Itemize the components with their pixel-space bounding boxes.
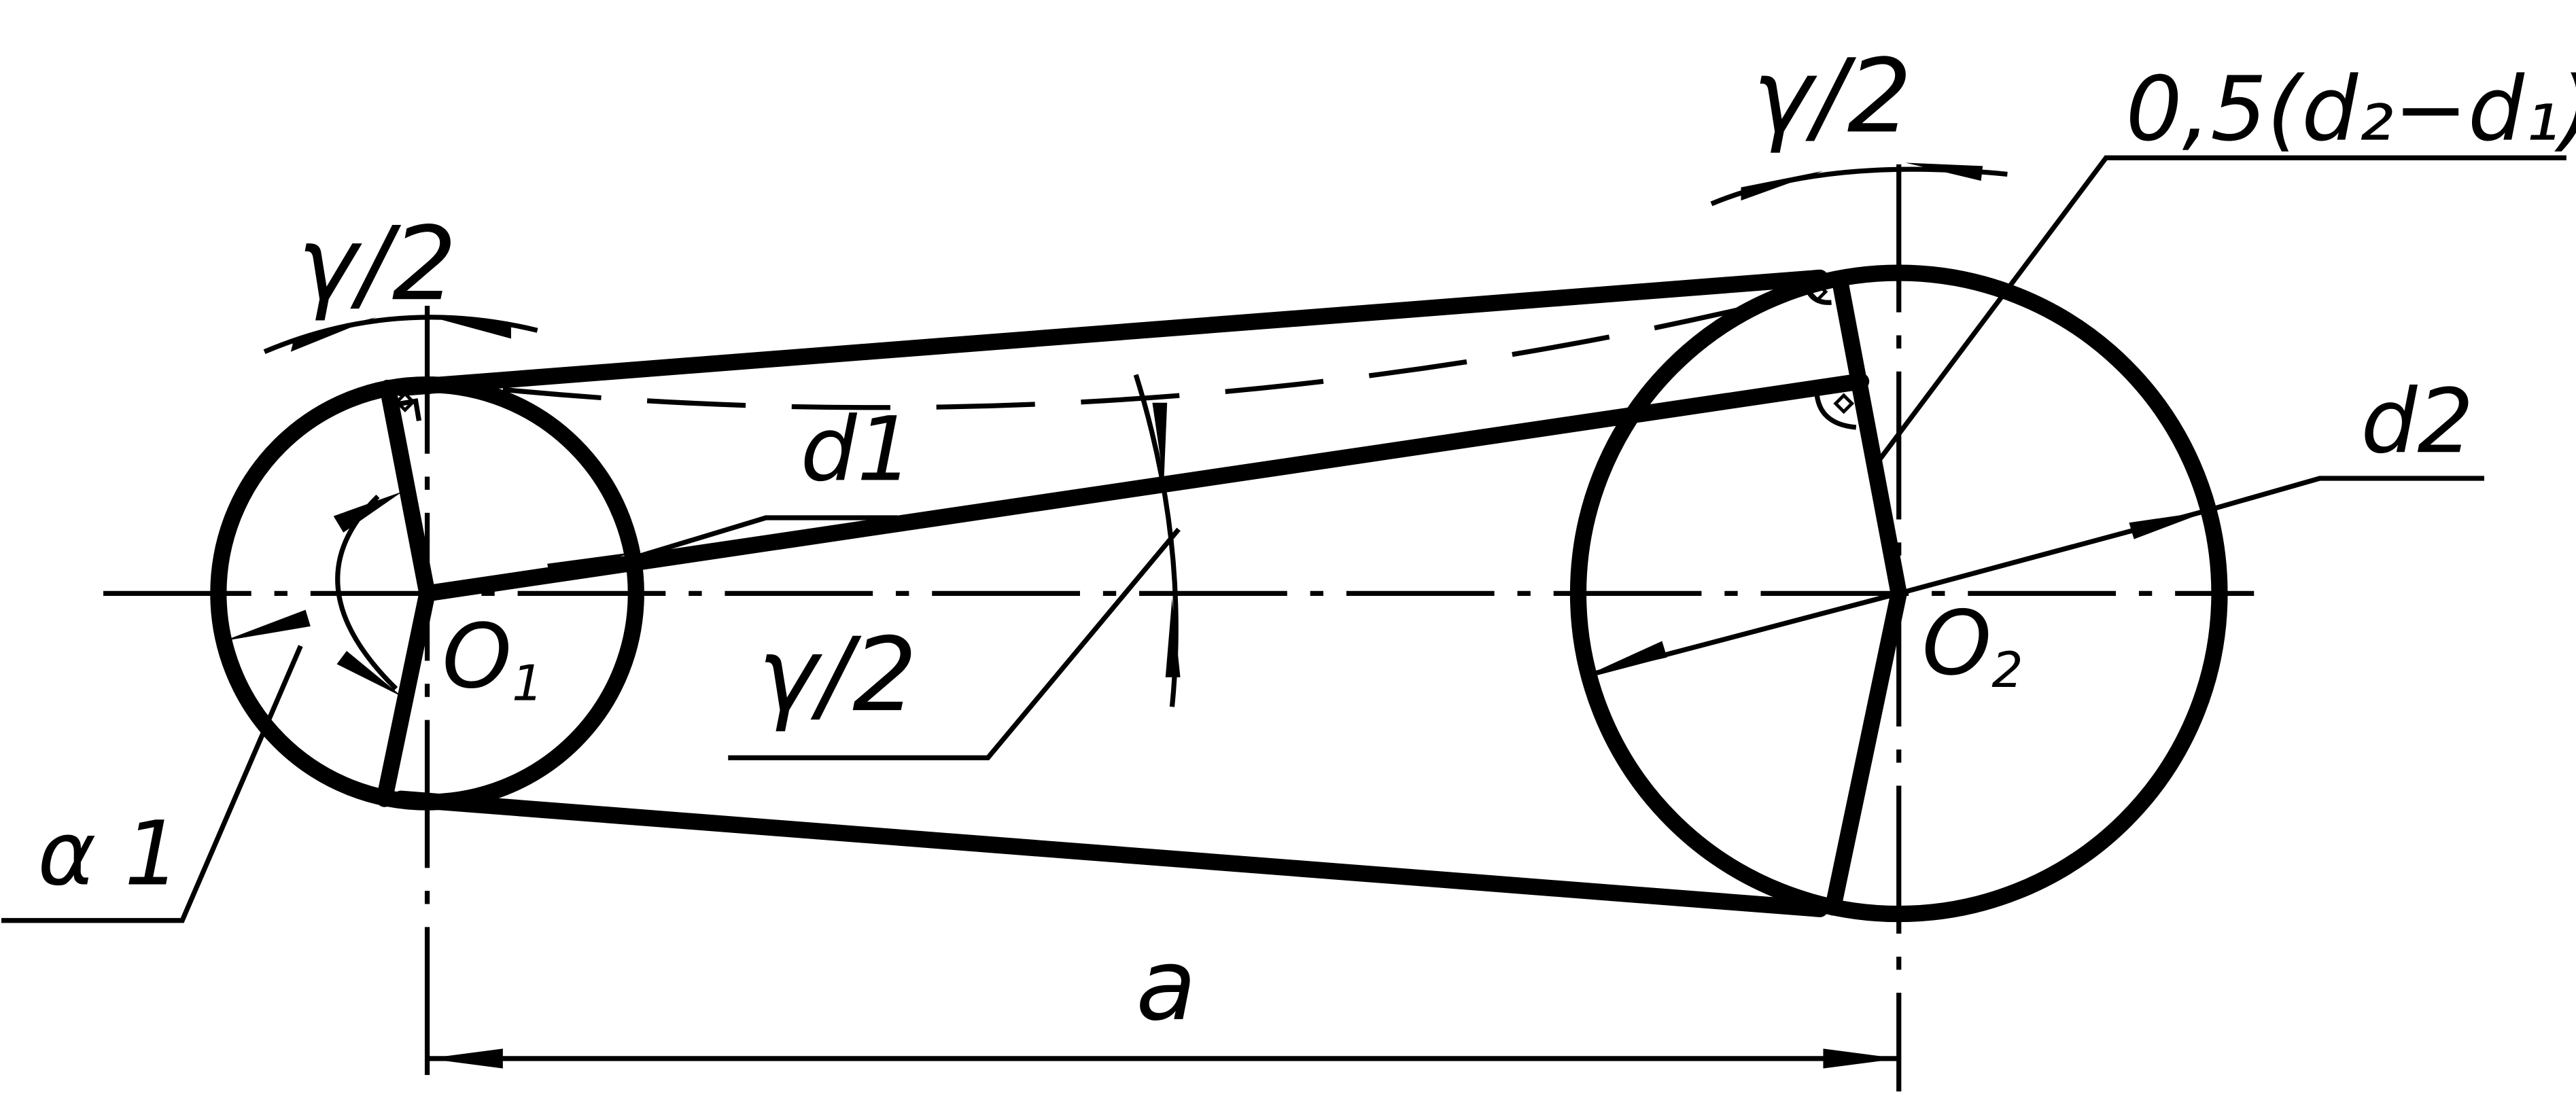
alpha1-arrow-top (333, 491, 403, 533)
right-angle-dot-o1 (394, 391, 416, 412)
a-arrow-right (1823, 1048, 1899, 1069)
label-a: a (1136, 928, 1196, 1043)
right-angle-dot-o2-upper (1807, 281, 1828, 302)
large-pulley (1569, 264, 2228, 923)
right-angle-dot-o2-lower (1833, 393, 1855, 414)
d1-dimension (223, 515, 898, 641)
center-distance-dimension (427, 1048, 1899, 1069)
right-angle-marks (394, 281, 1857, 430)
half-diff-leader (1867, 155, 2566, 475)
radius-o1-lower (376, 585, 436, 807)
a-arrow-left (427, 1048, 503, 1069)
d1-arrow-right (547, 552, 633, 580)
right-angle-mark-o1 (396, 398, 422, 421)
label-gamma-half-center: γ/2 (758, 616, 918, 734)
parallel-construction-line (419, 373, 1870, 602)
d1-arrow-left (223, 609, 311, 641)
gamma-center-leader (728, 527, 1181, 760)
tangent-radii (376, 271, 1907, 916)
gamma-left-arrow-a (290, 317, 377, 352)
label-half-diff: 0,5(d₂−d₁) (2126, 58, 2576, 161)
label-o1: O1 (442, 605, 543, 712)
alpha1-arrow-bottom (336, 650, 403, 697)
gamma-right-dimension (1710, 162, 2008, 207)
label-d2: d2 (2361, 370, 2474, 473)
d1-leader (586, 515, 898, 575)
radius-o1-upper (379, 379, 436, 602)
belt-upper-span (392, 269, 1828, 397)
label-alpha1: α 1 (37, 802, 181, 906)
d2-leader (2204, 476, 2484, 514)
gamma-left-dimension (263, 315, 538, 355)
gamma-left-arrow-b (432, 317, 511, 339)
d2-arrow-right (2129, 511, 2208, 539)
dashed-arc (502, 295, 1791, 410)
belt-lower-span (392, 790, 1828, 917)
alpha1-dimension (333, 491, 403, 697)
alpha1-leader (1, 645, 303, 923)
radius-o2-lower (1824, 585, 1907, 916)
d2-arrow-left (1586, 641, 1667, 676)
right-angle-mark-o2-lower (1814, 391, 1857, 430)
gamma-right-arrow-a (1741, 171, 1824, 201)
label-gamma-half-right: γ/2 (1752, 38, 1912, 156)
label-o2: O2 (1922, 592, 2023, 699)
gamma-center-dimension (728, 374, 1181, 760)
label-d1: d1 (801, 397, 913, 501)
label-gamma-half-left: γ/2 (297, 205, 457, 323)
gamma-center-arrow-bottom (1165, 598, 1181, 677)
gamma-right-arrow-b (1905, 162, 1983, 181)
gamma-center-arrow-top (1152, 402, 1168, 482)
radius-o2-upper (1831, 271, 1907, 602)
